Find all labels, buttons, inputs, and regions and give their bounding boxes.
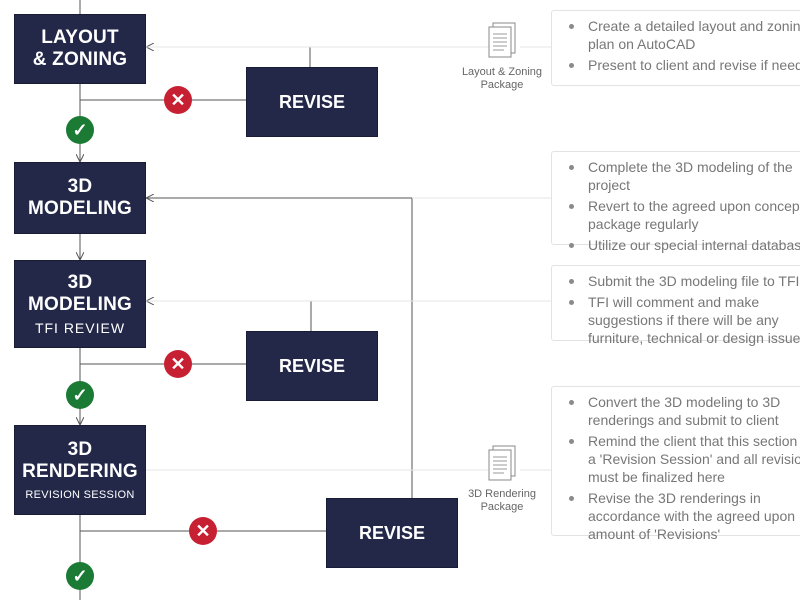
step-title-line1: 3D [67,272,93,293]
reject-x-icon: ✕ [164,86,192,114]
step-title-line1: LAYOUT [41,27,119,48]
approve-check-icon: ✓ [66,116,94,144]
note-item: TFI will comment and make suggestions if… [569,293,800,347]
step-title-line2: MODELING [28,294,132,315]
package-label-line2: Package [480,501,524,513]
note-item: Convert the 3D modeling to 3D renderings… [569,393,800,429]
note-item: Complete the 3D modeling of the project [569,158,800,194]
note-item: Utilize our special internal database [569,236,800,254]
note-card-layout: Create a detailed layout and zoning plan… [551,10,800,86]
revise-box-tfi-review: REVISE [246,331,378,401]
approve-check-icon: ✓ [66,381,94,409]
package-label-rendering: 3D Rendering Package [447,488,557,514]
step-subtitle: REVISION SESSION [25,489,135,501]
package-label-line1: 3D Rendering [468,488,536,500]
approve-check-icon: ✓ [66,562,94,590]
step-layout-zoning: LAYOUT & ZONING [14,14,146,84]
reject-x-icon: ✕ [164,350,192,378]
package-label-line1: Layout & Zoning [461,66,543,78]
revise-box-layout: REVISE [246,67,378,137]
document-icon [488,22,516,58]
note-card-modeling: Complete the 3D modeling of the project … [551,151,800,253]
note-item: Revise the 3D renderings in accordance w… [569,489,800,543]
step-3d-modeling: 3D MODELING [14,162,146,234]
note-item: Create a detailed layout and zoning plan… [569,17,800,53]
note-item: Revert to the agreed upon concept packag… [569,197,800,233]
note-item: Remind the client that this section is a… [569,432,800,486]
step-title-line2: & ZONING [32,49,128,70]
note-card-tfi-review: Submit the 3D modeling file to TFI TFI w… [551,265,800,346]
reject-x-icon: ✕ [189,517,217,545]
step-title-line2: MODELING [28,198,132,219]
step-title-line2: RENDERING [22,461,138,482]
note-item: Present to client and revise if needed [569,56,800,74]
document-icon [488,445,516,481]
step-3d-rendering: 3D RENDERING REVISION SESSION [14,425,146,515]
step-subtitle: TFI REVIEW [34,320,126,336]
step-3d-modeling-tfi-review: 3D MODELING TFI REVIEW [14,260,146,348]
step-title-line1: 3D [67,439,93,460]
note-card-rendering: Convert the 3D modeling to 3D renderings… [551,386,800,542]
note-item: Submit the 3D modeling file to TFI [569,272,800,290]
revise-box-rendering: REVISE [326,498,458,568]
package-label-layout: Layout & Zoning Package [447,66,557,92]
step-title-line1: 3D [67,176,93,197]
package-label-line2: Package [480,79,524,91]
